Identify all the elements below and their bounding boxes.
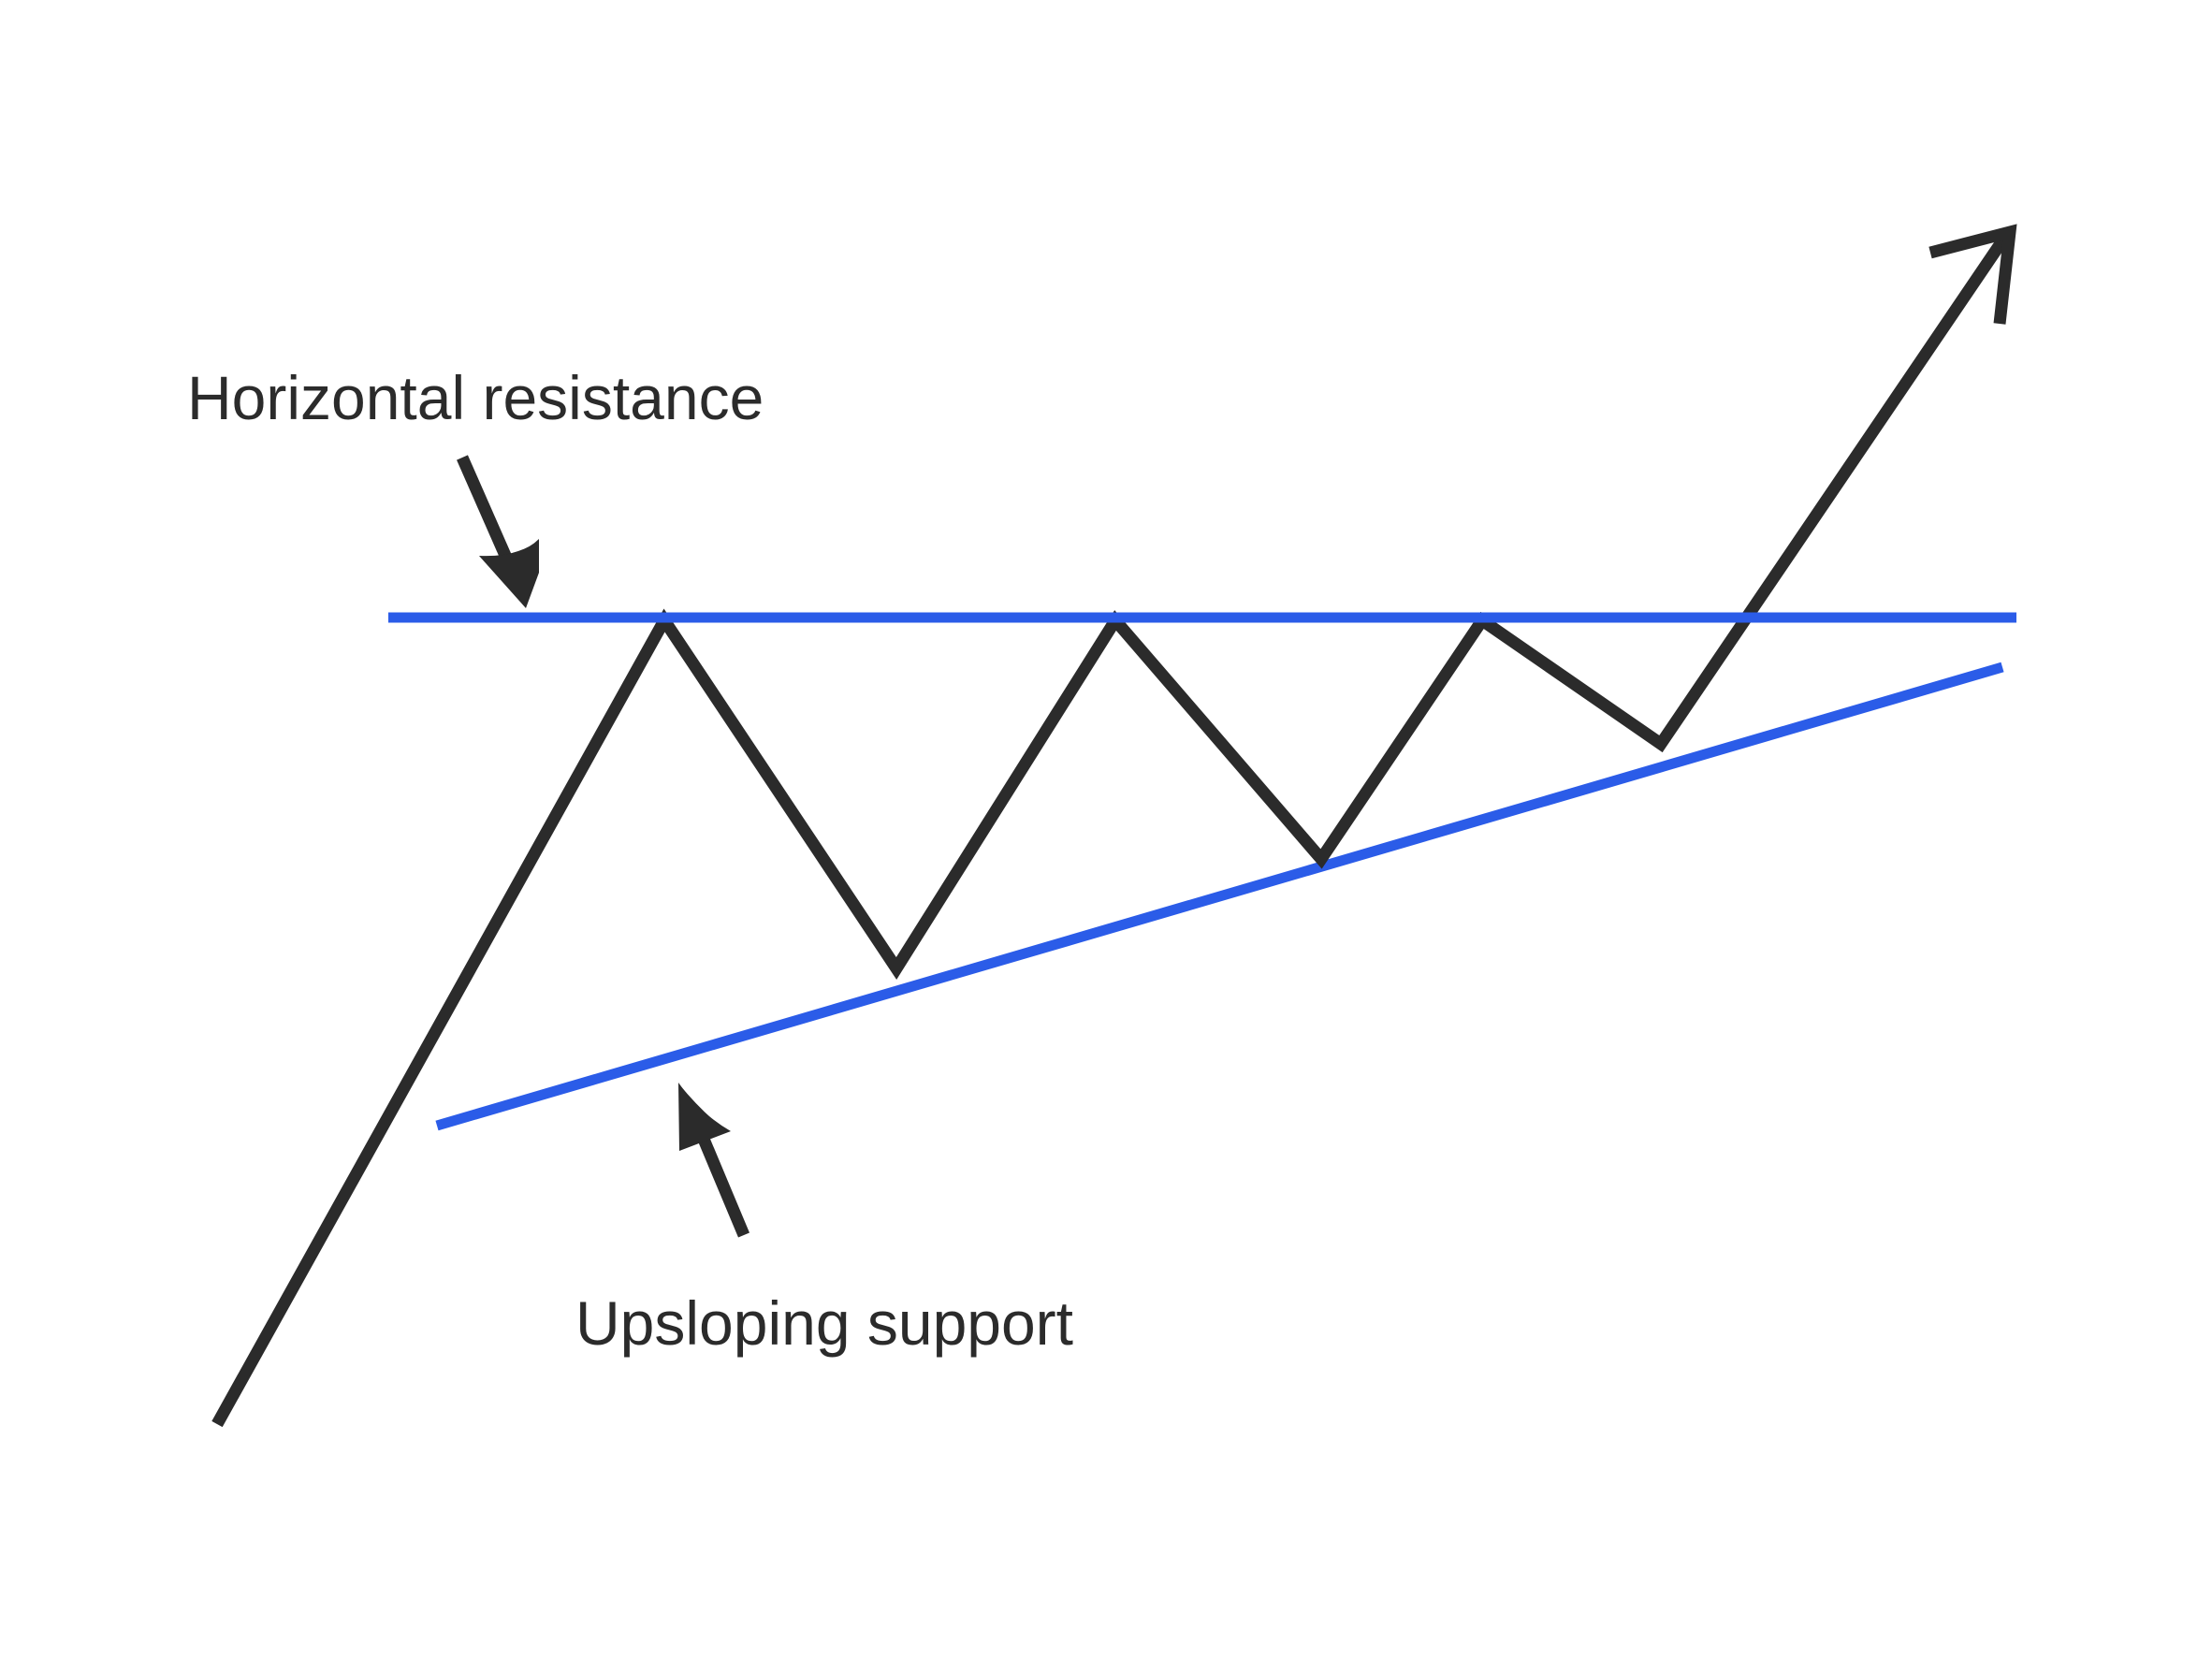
upsloping-support-line (435, 662, 2004, 1131)
resistance-arrowhead-fill (479, 539, 539, 608)
support-label: Upsloping support (575, 1288, 1073, 1358)
resistance-arrow-shaft (457, 455, 516, 569)
resistance-annotation-arrow (457, 455, 539, 608)
support-arrow-shaft (697, 1134, 749, 1238)
support-annotation-arrow (678, 1083, 749, 1238)
resistance-label: Horizontal resistance (187, 363, 764, 432)
support-arrowhead-fill (678, 1083, 731, 1151)
breakout-arrowhead-icon (1928, 224, 2017, 325)
price-action-polyline (211, 230, 2013, 1428)
